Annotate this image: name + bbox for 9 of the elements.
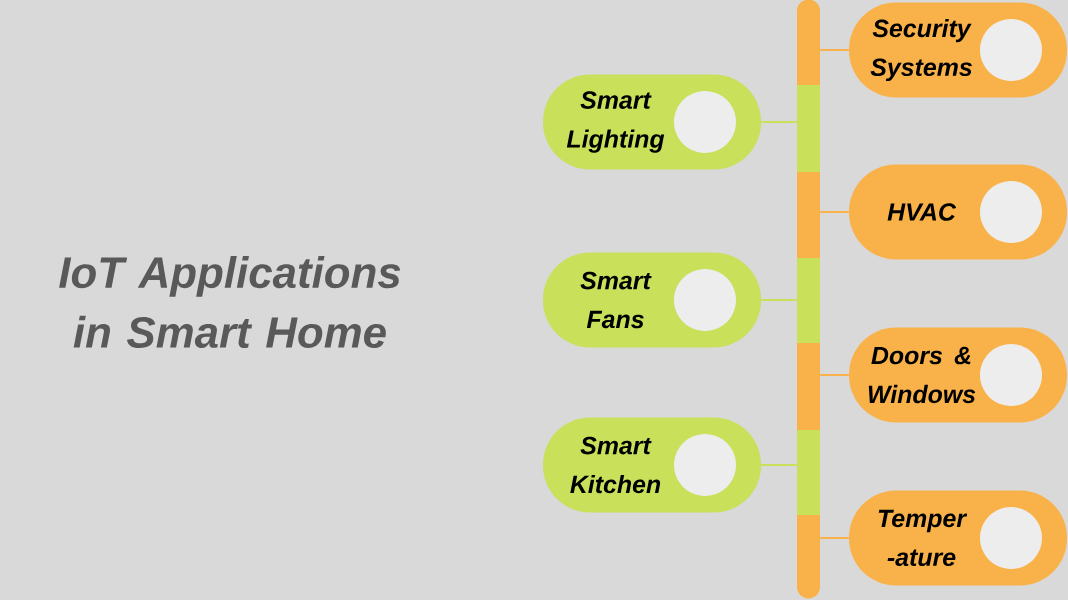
connector-line bbox=[819, 537, 850, 539]
connector-line bbox=[819, 211, 850, 213]
title-text: IoT Applications in Smart Home bbox=[59, 256, 401, 348]
connector-line bbox=[760, 121, 798, 123]
connector-line bbox=[819, 49, 850, 51]
connector-line bbox=[819, 374, 850, 376]
connector-line bbox=[760, 299, 798, 301]
vertical-bar bbox=[797, 0, 820, 599]
connector-line bbox=[760, 464, 798, 466]
